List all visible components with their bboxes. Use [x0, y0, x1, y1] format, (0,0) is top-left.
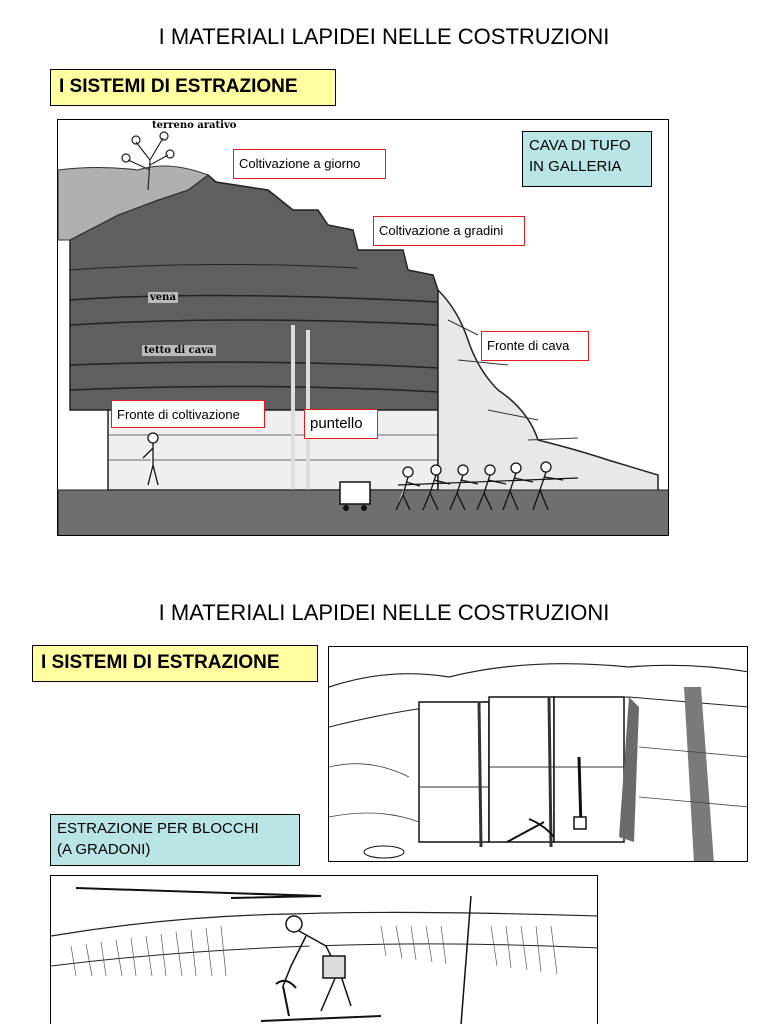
- slide1-title: I MATERIALI LAPIDEI NELLE COSTRUZIONI: [158, 24, 610, 49]
- worker-illustration: [51, 887, 597, 1024]
- info-cava-di-tufo: CAVA DI TUFO IN GALLERIA: [522, 131, 652, 187]
- pickaxe-icon: [275, 979, 297, 1017]
- worker-drawing: [50, 875, 598, 1024]
- slide1-section-label: I SISTEMI DI ESTRAZIONE: [50, 69, 336, 106]
- label-vena: vena: [148, 292, 178, 303]
- tag-coltivazione-giorno: Coltivazione a giorno: [233, 149, 386, 179]
- info-line-1: ESTRAZIONE PER BLOCCHI: [57, 820, 259, 837]
- tag-fronte-di-coltivazione: Fronte di coltivazione: [111, 400, 265, 428]
- block-quarry-drawing: [328, 646, 748, 862]
- info-line-2: IN GALLERIA: [529, 158, 622, 175]
- info-line-1: CAVA DI TUFO: [529, 137, 631, 154]
- tag-puntello: puntello: [304, 409, 378, 439]
- slide2-section-label: I SISTEMI DI ESTRAZIONE: [32, 645, 318, 682]
- quarry-face: [437, 288, 659, 496]
- cart: [339, 481, 371, 505]
- label-tetto-di-cava: tetto di cava: [142, 345, 216, 356]
- topsoil: [58, 165, 210, 241]
- worker-figure: [282, 915, 352, 1012]
- workers: [142, 432, 564, 511]
- slide2-title: I MATERIALI LAPIDEI NELLE COSTRUZIONI: [158, 600, 610, 625]
- quarry-diagram: terreno arativo vena tetto di cava Colti…: [57, 119, 669, 536]
- tag-coltivazione-gradini: Coltivazione a gradini: [373, 216, 525, 246]
- label-terreno-arativo: terreno arativo: [152, 120, 237, 131]
- tag-fronte-di-cava: Fronte di cava: [481, 331, 589, 361]
- stone-block: [418, 701, 490, 843]
- info-estrazione-blocchi: ESTRAZIONE PER BLOCCHI (A GRADONI): [50, 814, 300, 866]
- pickaxe-icon: [506, 818, 555, 843]
- crowbar-icon: [577, 756, 583, 828]
- info-line-2: (A GRADONI): [57, 841, 151, 858]
- block-quarry-illustration: [329, 663, 747, 861]
- tree-icon: [121, 131, 175, 191]
